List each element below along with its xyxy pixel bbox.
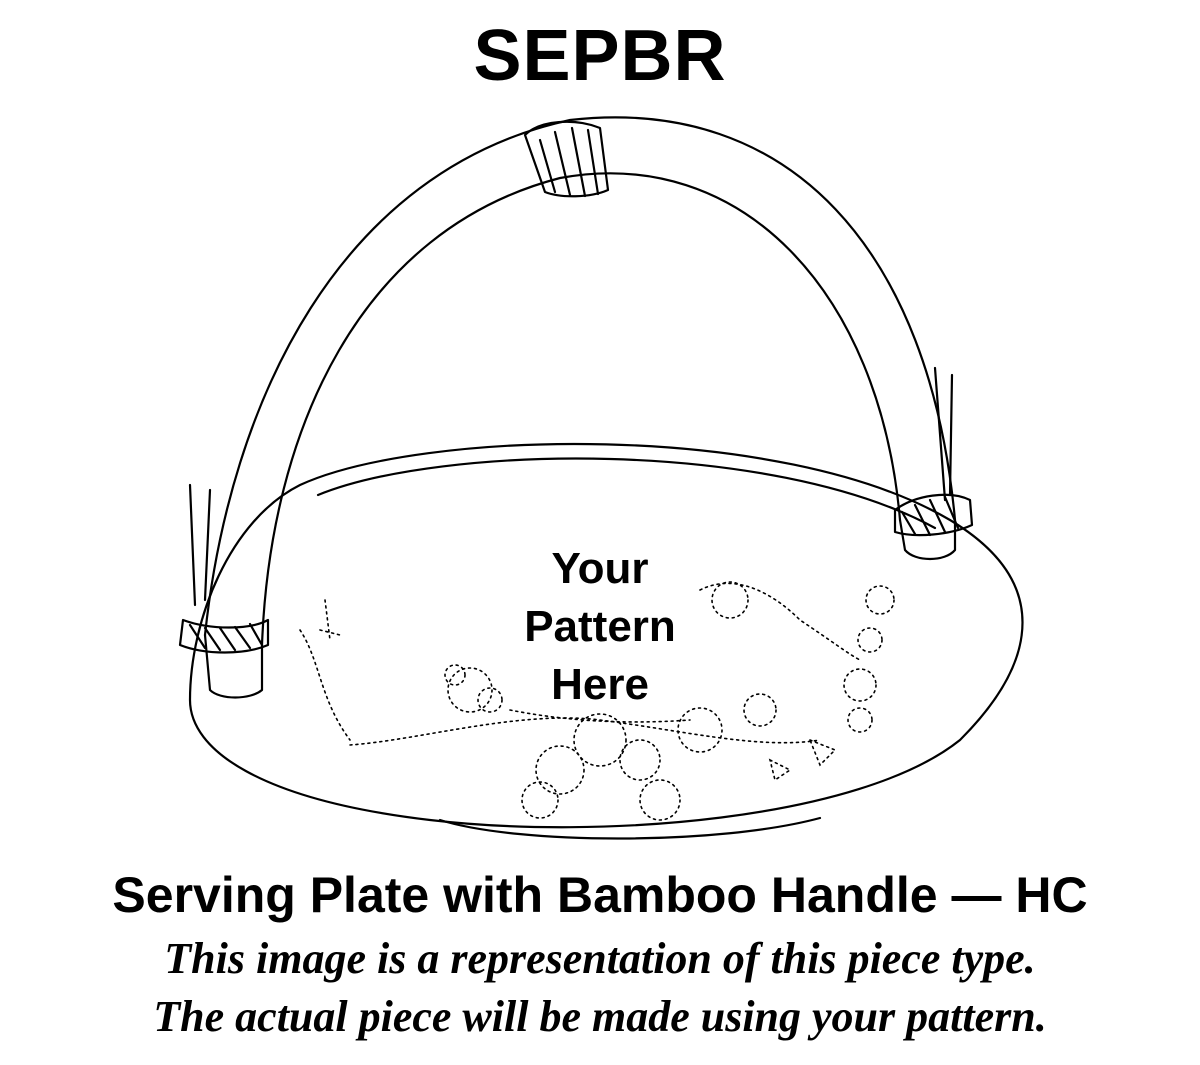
handle-right-binding bbox=[893, 493, 974, 537]
floral-decoration bbox=[299, 581, 895, 821]
pattern-placeholder-label: Your Pattern Here bbox=[450, 540, 750, 714]
handle-outer-arc bbox=[203, 116, 957, 637]
pattern-placeholder-line: Here bbox=[551, 660, 649, 709]
product-code-title: SEPBR bbox=[473, 16, 727, 96]
handle-left-foot bbox=[203, 633, 264, 699]
disclaimer-text: This image is a representation of this p… bbox=[0, 930, 1200, 1046]
handle-inner-arc bbox=[260, 172, 902, 647]
product-name-heading: Serving Plate with Bamboo Handle — HC bbox=[112, 867, 1088, 923]
serving-plate-illustration bbox=[178, 116, 1024, 840]
plate-rim bbox=[188, 442, 1024, 829]
disclaimer-line: This image is a representation of this p… bbox=[164, 934, 1036, 983]
plate-inner-rim bbox=[316, 457, 937, 530]
handle-right-foot bbox=[898, 518, 957, 561]
disclaimer-line: The actual piece will be made using your… bbox=[153, 992, 1047, 1041]
plate-base bbox=[438, 816, 822, 840]
pattern-placeholder-line: Pattern bbox=[524, 602, 676, 651]
handle-top-binding bbox=[523, 120, 610, 198]
handle-left-binding bbox=[178, 618, 270, 654]
pattern-placeholder-line: Your bbox=[551, 544, 649, 593]
